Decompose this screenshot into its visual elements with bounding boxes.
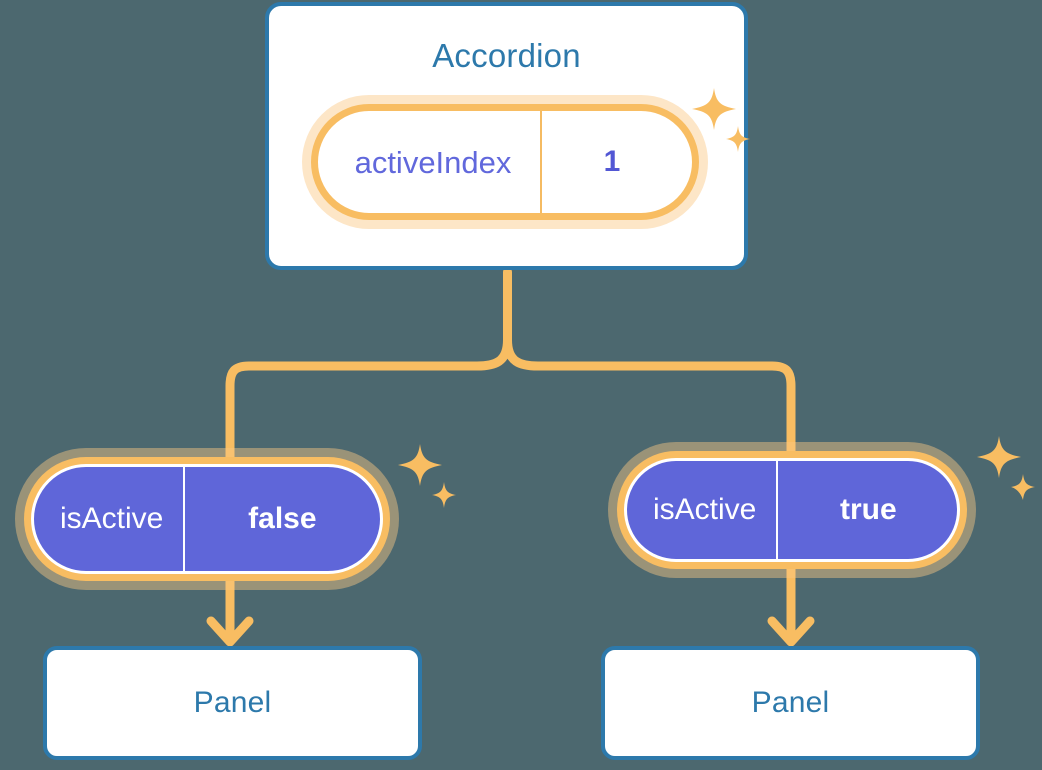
- state-badge-body: isActive true: [624, 458, 960, 562]
- state-key-label: activeIndex: [354, 144, 512, 180]
- state-badge-is-active-right[interactable]: isActive true: [624, 458, 960, 562]
- state-badge-body: activeIndex 1: [311, 104, 699, 220]
- state-badge-is-active-left[interactable]: isActive false: [31, 464, 383, 574]
- panel-title: Panel: [193, 686, 272, 719]
- state-key-label: isActive: [653, 493, 757, 526]
- arrow-down-icon-right: [767, 616, 815, 647]
- panel-component-card-right[interactable]: Panel: [601, 646, 980, 760]
- sparkle-icon-panel-right: [975, 436, 1037, 506]
- page-title: Accordion: [432, 37, 581, 74]
- state-value-label: false: [183, 467, 385, 571]
- panel-component-card-left[interactable]: Panel: [43, 646, 422, 760]
- state-key-label: isActive: [60, 502, 164, 535]
- state-badge-body: isActive false: [31, 464, 383, 574]
- state-badge-active-index[interactable]: activeIndex 1: [311, 104, 699, 220]
- state-value-label: true: [776, 461, 964, 559]
- edge-branch-right: [503, 335, 796, 461]
- edge-branch-left: [225, 335, 512, 467]
- sparkle-icon-panel-left: [396, 444, 458, 514]
- panel-title: Panel: [751, 686, 830, 719]
- state-value-label: 1: [540, 111, 692, 213]
- arrow-down-icon-left: [206, 616, 254, 647]
